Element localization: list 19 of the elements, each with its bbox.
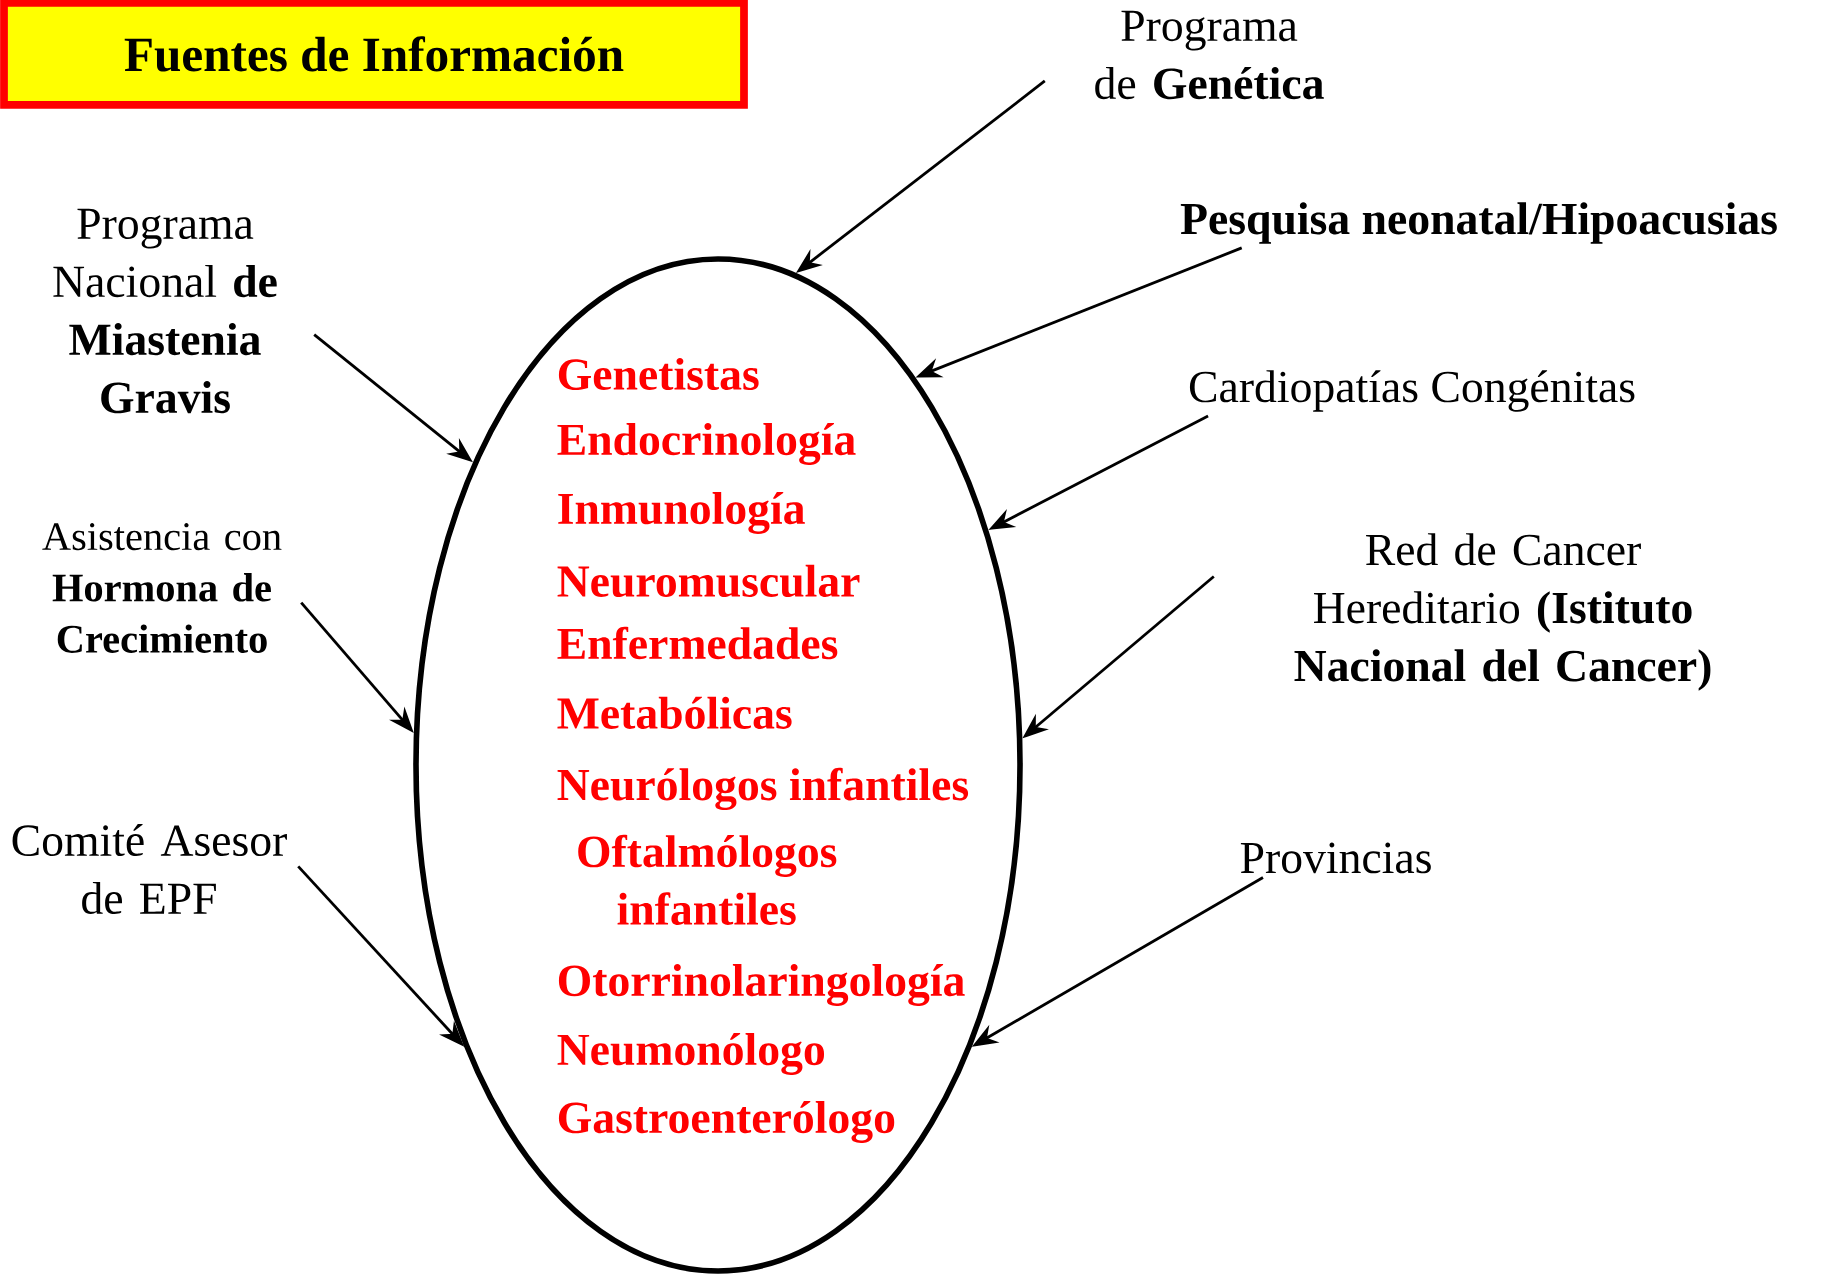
specialty-label: Neumonólogo [557, 1033, 825, 1075]
source-label: Programa Nacional de Miastenia Gravis [53, 208, 277, 414]
specialty-label: Neuromuscular [557, 564, 860, 598]
specialty-label: Oftalmólogos infantiles [578, 834, 837, 925]
specialty-label: Otorrinolaringología [558, 964, 965, 1006]
source-label: Asistencia con Hormona de Crecimiento [42, 523, 282, 653]
specialty-label: Neurólogos infantiles [557, 767, 969, 811]
source-label: Provincias [1240, 842, 1431, 874]
specialty-label: Genetistas [558, 357, 759, 391]
source-label: Comité Asesor de EPF [12, 823, 287, 915]
specialty-label: Gastroenterólogo [558, 1101, 895, 1143]
source-label: Programa de Genética [1095, 10, 1324, 100]
source-label: Pesquisa neonatal/Hipoacusias [1180, 202, 1777, 244]
source-label: Cardiopatías Congénitas [1189, 370, 1635, 412]
specialty-label: Enfermedades Metabólicas [557, 626, 838, 729]
specialty-label: Endocrinología [557, 423, 856, 465]
specialty-label: Inmunología [558, 492, 805, 534]
title-box: Fuentes de Información [0, 0, 748, 109]
source-label: Red de Cancer Hereditario (Istituto Nacional del Cancer) [1294, 533, 1711, 691]
